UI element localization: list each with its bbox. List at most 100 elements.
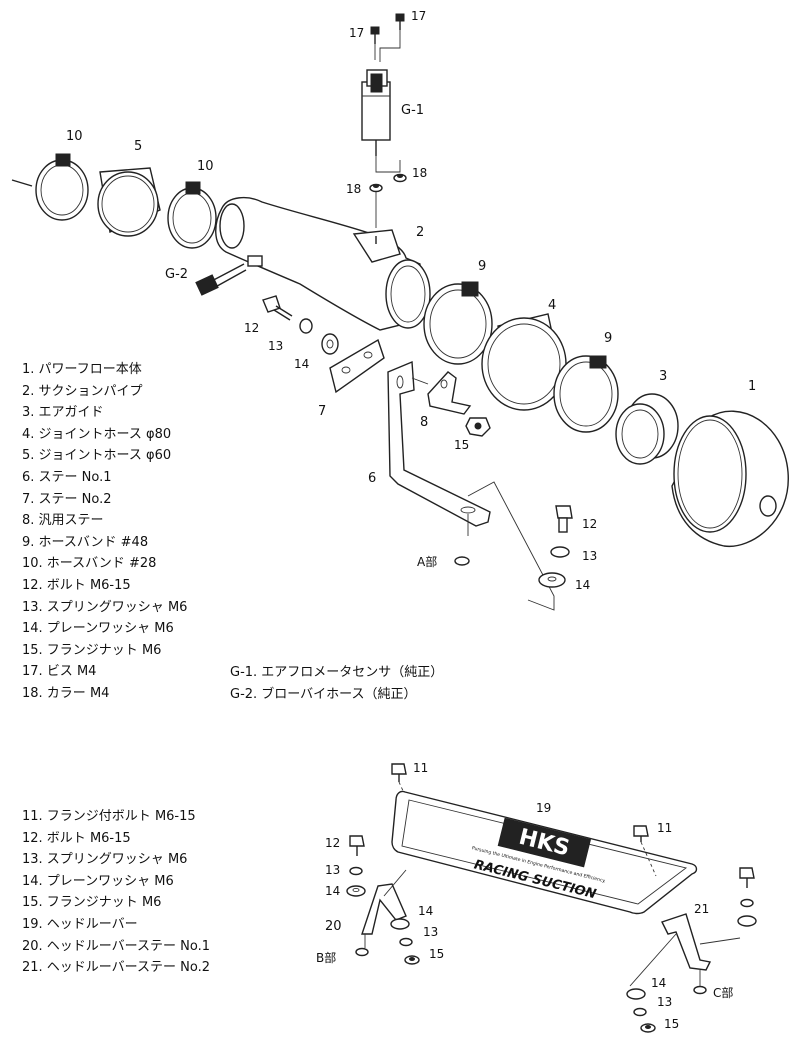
part-list-item: 12. ボルト M6-15: [22, 830, 131, 846]
callout-14-bottom-right: 14: [651, 976, 666, 990]
hose-band-48-left: [423, 281, 493, 365]
bolt-12-right: [555, 505, 573, 533]
bolt-12-top: [262, 295, 293, 321]
callout-15-top: 15: [454, 438, 469, 452]
flange-bolt-11-left: [391, 763, 407, 782]
callout-1: 1: [748, 379, 756, 394]
callout-11-right: 11: [657, 821, 672, 835]
a-part-marker: [454, 556, 470, 566]
callout-9-right: 9: [604, 331, 612, 346]
spring-washer-13-bottom-mid: [399, 937, 413, 947]
plain-washer-14-right: [538, 572, 566, 588]
callout-10-left: 10: [66, 129, 83, 144]
callout-8: 8: [420, 415, 428, 430]
part-list-item: 15. フランジナット M6: [22, 642, 162, 658]
part-list-item: 11. フランジ付ボルト M6-15: [22, 809, 196, 824]
callout-9-left: 9: [478, 259, 486, 274]
callout-14-bottom-left: 14: [325, 884, 340, 898]
part-list-item: 12. ボルト M6-15: [22, 577, 131, 593]
callout-19: 19: [536, 801, 551, 815]
callout-c-part: C部: [713, 985, 733, 1000]
hose-band-48-right: [553, 355, 619, 433]
part-list-item: 5. ジョイントホース φ60: [22, 448, 172, 464]
suction-pipe: [215, 196, 431, 331]
plain-washer-14-bottom-mid: [390, 918, 410, 930]
head-louver-stay-no2: [661, 913, 712, 971]
stay-no1: [387, 360, 491, 527]
callout-15-bottom-right: 15: [664, 1017, 679, 1031]
callout-13-top: 13: [268, 339, 283, 353]
bolt-12-bottom-right: [739, 867, 755, 888]
genuine-part-item: G-1. エアフロメータセンサ（純正）: [230, 665, 444, 680]
hose-band-28-right: [167, 181, 217, 249]
part-list-item: 18. カラー M4: [22, 685, 110, 701]
leader-line-10a: [11, 179, 33, 187]
callout-6: 6: [368, 471, 376, 486]
parts-list-main: 1. パワーフロー本体 2. サクションパイプ 3. エアガイド 4. ジョイン…: [22, 359, 187, 705]
collar-18-left: [369, 183, 383, 193]
part-list-item: 14. プレーンワッシャ M6: [22, 621, 174, 637]
callout-2: 2: [416, 225, 424, 240]
part-list-item: 8. 汎用ステー: [22, 513, 104, 529]
part-list-item: 4. ジョイントホース φ80: [22, 426, 172, 442]
plain-washer-14-bottom-right: [626, 988, 646, 1000]
callout-18-right: 18: [412, 166, 427, 180]
flange-nut-15-top: [465, 417, 491, 437]
callout-5: 5: [134, 139, 142, 154]
blow-by-hose: [195, 263, 247, 296]
callout-g2: G-2: [165, 267, 188, 282]
callout-11-left: 11: [413, 761, 428, 775]
hose-band-28-left: [35, 153, 89, 221]
flange-bolt-11-right: [633, 825, 649, 842]
screw-17-left: [370, 26, 380, 44]
spring-washer-13-bottom-right-col: [740, 898, 754, 908]
part-list-item: 10. ホースバンド #28: [22, 556, 157, 572]
part-list-item: 9. ホースバンド #48: [22, 534, 149, 550]
general-stay: [427, 371, 472, 415]
callout-21: 21: [694, 902, 709, 916]
part-list-item: 7. ステー No.2: [22, 491, 112, 507]
spring-washer-13-bottom-left: [349, 866, 363, 876]
power-flow-filter: [671, 410, 789, 548]
joint-hose-phi60: [97, 167, 161, 237]
callout-a-part: A部: [417, 554, 437, 569]
head-louver-stay-no1: [361, 883, 407, 935]
part-list-item: 20. ヘッドルーバーステー No.1: [22, 938, 211, 954]
callout-18-left: 18: [346, 182, 361, 196]
part-list-item: 21. ヘッドルーバーステー No.2: [22, 960, 211, 976]
callout-17-left: 17: [349, 26, 364, 40]
callout-13-bottom-right: 13: [657, 995, 672, 1009]
spring-washer-13-bottom-right: [633, 1007, 647, 1017]
stay-no2: [329, 338, 385, 394]
part-list-item: 15. フランジナット M6: [22, 895, 162, 911]
flange-nut-15-bottom-right: [640, 1023, 656, 1033]
part-list-item: 14. プレーンワッシャ M6: [22, 873, 174, 889]
callout-b-part: B部: [316, 950, 336, 965]
joint-hose-phi80: [481, 313, 567, 411]
plain-washer-14-bottom-left: [346, 885, 366, 897]
callout-14-top: 14: [294, 357, 309, 371]
callout-17-right: 17: [411, 9, 426, 23]
part-list-item: 3. エアガイド: [22, 405, 104, 421]
flange-nut-15-bottom-left: [404, 955, 420, 965]
callout-14-bottom-mid: 14: [418, 904, 433, 918]
airflow-meter-sensor: [361, 69, 391, 156]
air-guide: [615, 393, 679, 465]
spring-washer-13-right: [550, 546, 570, 558]
part-list-item: 13. スプリングワッシャ M6: [22, 852, 188, 868]
callout-10-right: 10: [197, 159, 214, 174]
genuine-part-item: G-2. ブローバイホース（純正）: [230, 686, 417, 702]
part-list-item: 19. ヘッドルーバー: [22, 916, 138, 932]
callout-3: 3: [659, 369, 667, 384]
callout-20: 20: [325, 919, 342, 934]
callout-13-bottom-left: 13: [325, 863, 340, 877]
callout-4: 4: [548, 298, 556, 313]
callout-13-bottom-mid: 13: [423, 925, 438, 939]
c-part-marker: [693, 985, 707, 995]
part-list-item: 1. パワーフロー本体: [22, 362, 142, 377]
screw-17-right: [395, 13, 405, 30]
bolt-12-bottom: [349, 835, 365, 856]
callout-13-right: 13: [582, 549, 597, 563]
